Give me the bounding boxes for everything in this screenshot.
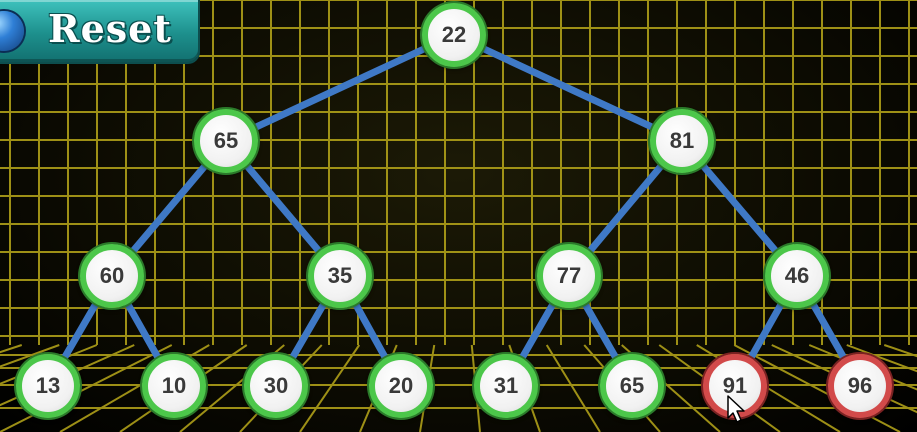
- node-value: 96: [847, 373, 873, 398]
- grid-line-perspective: [0, 344, 60, 368]
- tree-node-9[interactable]: 30: [244, 354, 308, 418]
- node-value: 30: [263, 373, 289, 398]
- node-value: 35: [327, 263, 353, 288]
- node-value: 46: [784, 263, 810, 288]
- node-value: 65: [213, 128, 239, 153]
- node-value: 77: [556, 263, 582, 288]
- node-value: 22: [441, 22, 467, 47]
- node-value: 31: [493, 373, 519, 398]
- grid-line-perspective: [299, 344, 361, 432]
- tree-node-11[interactable]: 31: [474, 354, 538, 418]
- tree-node-4[interactable]: 35: [308, 244, 372, 308]
- grid-line-perspective: [733, 344, 901, 432]
- grid-line-perspective: [846, 344, 917, 373]
- tree-node-2[interactable]: 81: [650, 109, 714, 173]
- tree-node-7[interactable]: 13: [16, 354, 80, 418]
- tree-node-10[interactable]: 20: [369, 354, 433, 418]
- tree-node-0[interactable]: 22: [422, 3, 486, 67]
- reset-label: Reset: [48, 6, 172, 51]
- tree-node-6[interactable]: 46: [765, 244, 829, 308]
- node-value: 10: [161, 373, 187, 398]
- tree-node-1[interactable]: 65: [194, 109, 258, 173]
- tree-edge: [450, 31, 686, 145]
- grid-line-perspective: [0, 344, 173, 432]
- tree-node-12[interactable]: 65: [600, 354, 664, 418]
- tree-node-5[interactable]: 77: [537, 244, 601, 308]
- node-value: 13: [35, 373, 61, 398]
- reset-button[interactable]: Reset: [0, 0, 198, 62]
- node-value: 91: [722, 373, 748, 398]
- node-value: 20: [388, 373, 414, 398]
- node-value: 60: [99, 263, 125, 288]
- tree-edge: [222, 31, 458, 145]
- tree-node-14[interactable]: 96: [828, 354, 892, 418]
- tree-node-8[interactable]: 10: [142, 354, 206, 418]
- mouse-pointer-icon: [727, 395, 745, 423]
- node-value: 81: [669, 128, 695, 153]
- blue-orb-icon: [0, 11, 24, 51]
- tree-node-3[interactable]: 60: [80, 244, 144, 308]
- grid-line-perspective: [545, 344, 601, 432]
- node-value: 65: [619, 373, 645, 398]
